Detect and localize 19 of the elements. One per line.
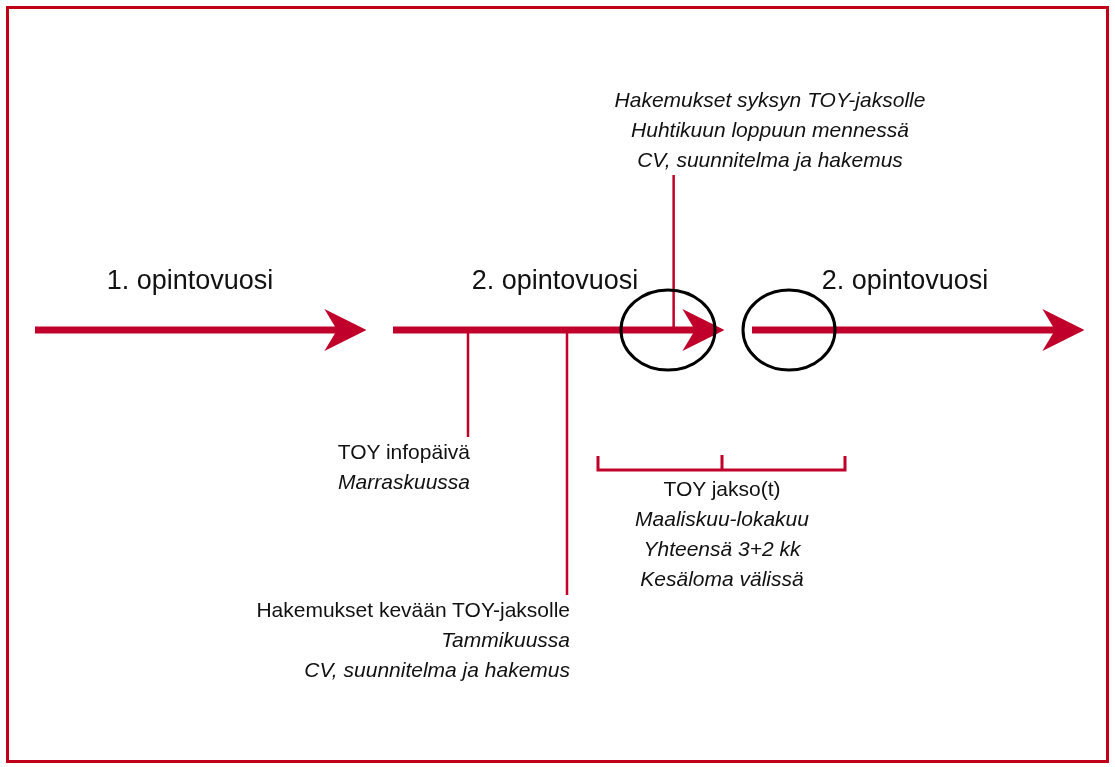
- year-label: 1. opintovuosi: [106, 265, 274, 296]
- ellipse-outline: [741, 288, 837, 372]
- event-detail: Yhteensä 3+2 kk: [642, 536, 802, 562]
- event-detail: Maaliskuu-lokakuu: [634, 506, 810, 532]
- leader-line: [466, 333, 470, 437]
- event-title: TOY jakso(t): [662, 476, 782, 502]
- event-detail: Marraskuussa: [337, 469, 470, 495]
- event-detail: Tammikuussa: [440, 627, 570, 653]
- event-detail: CV, suunnitelma ja hakemus: [303, 657, 570, 683]
- leader-line: [565, 333, 569, 595]
- event-title: Hakemukset kevään TOY-jaksolle: [255, 597, 570, 623]
- year-label: 2. opintovuosi: [471, 265, 639, 296]
- event-title: Hakemukset syksyn TOY-jaksolle: [613, 87, 927, 113]
- year-label: 2. opintovuosi: [821, 265, 989, 296]
- event-detail: Huhtikuun loppuun mennessä: [630, 117, 910, 143]
- leader-line: [672, 175, 675, 330]
- event-detail: Kesäloma välissä: [639, 566, 805, 592]
- event-title: TOY infopäivä: [336, 439, 470, 465]
- event-detail: CV, suunnitelma ja hakemus: [636, 147, 904, 173]
